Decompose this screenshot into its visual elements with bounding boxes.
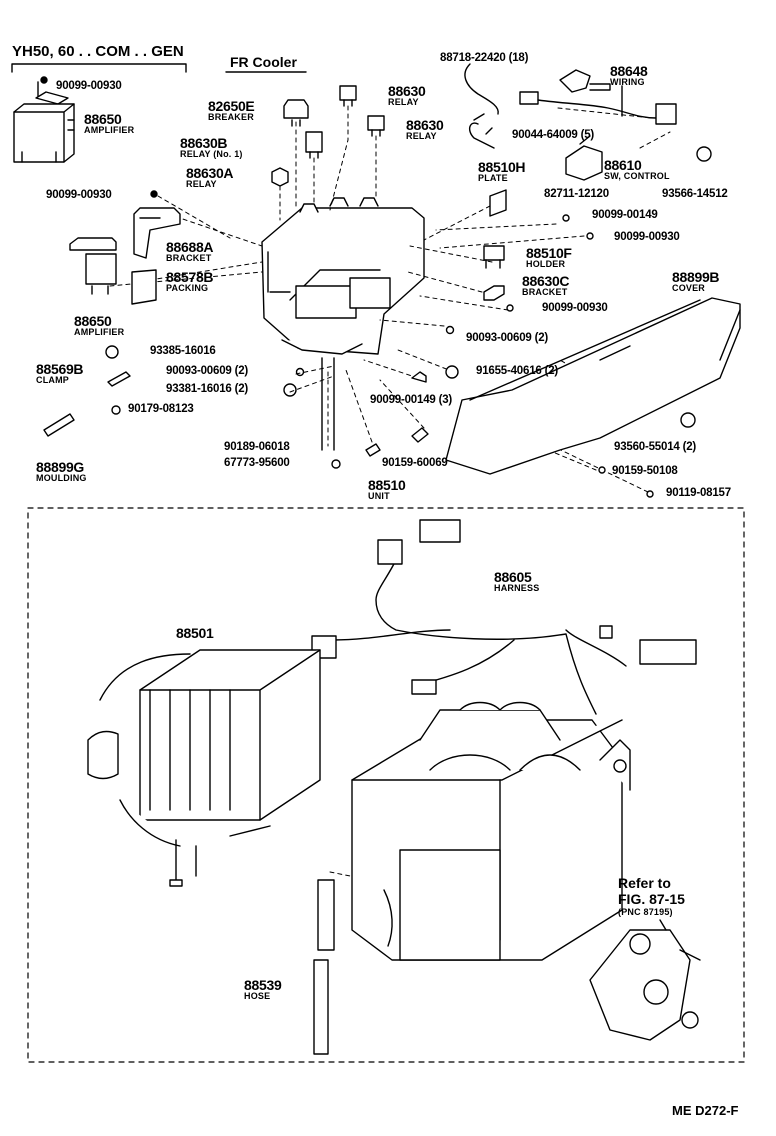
part-number: 90044-64009 (5) [512,129,595,141]
part-number: 90099-00930 [542,302,608,314]
fr-cooler-title: FR Cooler [230,54,297,70]
part-label: 88630 RELAY [406,117,444,141]
part-label: 88630B RELAY (No. 1) [180,135,243,159]
part-number: 93381-16016 (2) [166,383,249,395]
harness-drawing [311,519,697,715]
part-number: 90099-00930 [56,80,122,92]
part-number: 90159-50108 [612,465,678,477]
part-label: 88539 HOSE [244,977,282,1001]
part-number: 90179-08123 [128,403,194,415]
part-number: 93560-55014 (2) [614,441,697,453]
part-number: 90099-00930 [614,231,680,243]
part-number: 67773-95600 [224,457,290,469]
part-label: 88630 RELAY [388,83,426,107]
part-number: 90093-00609 (2) [466,332,549,344]
part-label: 88899B COVER [672,269,720,293]
model-line: YH50, 60 . . COM . . GEN [12,43,184,60]
reference-line-2: FIG. 87-15 [618,891,685,907]
part-number: 82711-12120 [544,188,609,200]
part-label: 88650 AMPLIFIER [74,313,125,337]
part-number: 91655-40616 (2) [476,365,559,377]
part-label: 88630C BRACKET [522,273,570,297]
clips-drawing [464,63,499,149]
cover-drawing [445,297,741,498]
part-label: 88610 SW, CONTROL [604,157,670,181]
part-number: 90099-00149 (3) [370,394,453,406]
part-number: 90159-60069 [382,457,448,469]
part-label: 88899G MOULDING [36,459,87,483]
part-number: 93385-16016 [150,345,216,357]
switch-control-drawing [565,135,712,181]
packing-drawing [131,269,157,305]
figure-code: ME D272-F [672,1103,739,1118]
part-number: 90119-08157 [666,487,731,499]
bracket-drawing [133,207,181,259]
relays-drawing [271,85,385,187]
part-label: 88648 WIRING [610,63,648,87]
reference-line-1: Refer to [618,875,671,891]
wiring-drawing [519,69,677,125]
part-label: 88569B CLAMP [36,361,84,385]
reference-line-3: (PNC 87195) [618,907,673,917]
part-number: 88718-22420 (18) [440,52,529,64]
reference-note: Refer to FIG. 87-15 (PNC 87195) [618,876,685,917]
hose-drawing [313,879,335,1055]
lower-tube [321,357,429,469]
amplifier-top-drawing [13,76,75,163]
ref-bracket-drawing [589,919,701,1041]
unit-boundary [27,507,745,1063]
part-label: 88630A RELAY [186,165,234,189]
part-label: 82650E BREAKER [208,98,255,122]
part-label: 88650 AMPLIFIER [84,111,135,135]
part-label: 88605 HARNESS [494,569,540,593]
plate-holder-drawing [411,189,594,383]
blower-unit-drawing [351,701,631,961]
part-number: 90099-00930 [46,189,112,201]
model-bracket [11,63,187,73]
left-fasteners [43,190,305,437]
part-label: 88501 [176,625,214,641]
part-number: 90093-00609 (2) [166,365,249,377]
part-label: 88510H PLATE [478,159,526,183]
part-number: 90099-00149 [592,209,658,221]
part-label: 88510F HOLDER [526,245,572,269]
part-number: 90189-06018 [224,441,290,453]
part-number: 93566-14512 [662,188,728,200]
evaporator-drawing [87,649,321,887]
amplifier-left-drawing [69,237,117,295]
relay-bracket-assembly [261,197,425,355]
part-label: 88688A BRACKET [166,239,214,263]
part-label: 88578B PACKING [166,269,214,293]
part-label: 88510 UNIT [368,477,406,501]
